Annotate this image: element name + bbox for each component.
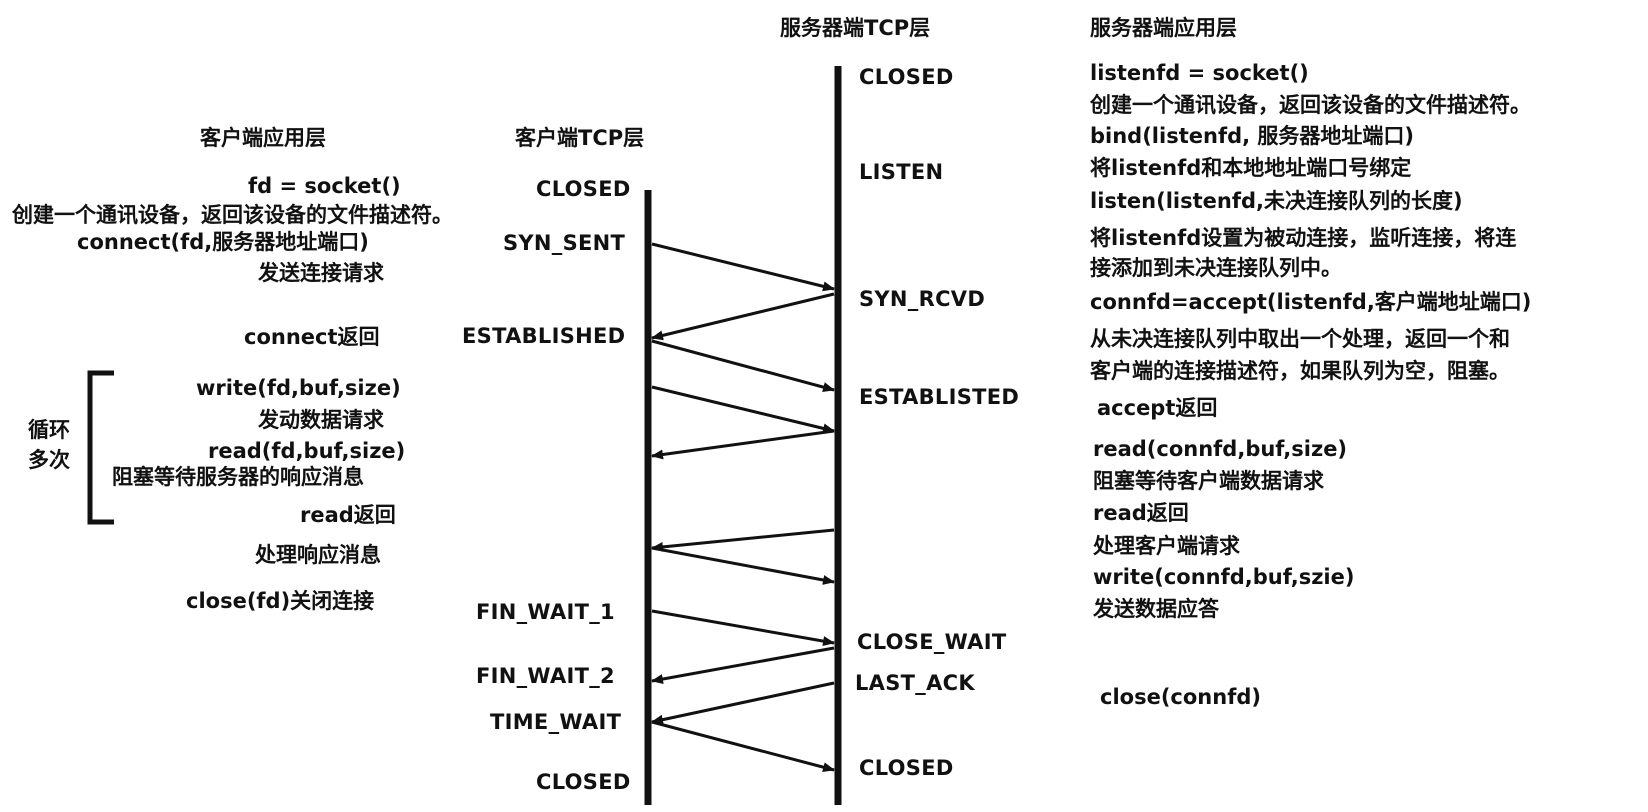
server-write-call: write(connfd,buf,szie) (1093, 565, 1355, 589)
server-process-request: 处理客户端请求 (1093, 534, 1240, 558)
loop-label-line2: 多次 (28, 448, 70, 472)
client-close-call: close(fd)关闭连接 (186, 589, 375, 613)
client-state-closed-top: CLOSED (536, 177, 631, 201)
server-socket-call: listenfd = socket() (1090, 61, 1309, 85)
client-write-call: write(fd,buf,size) (196, 376, 401, 400)
arrow-syn (651, 242, 835, 292)
server-send-reply: 发送数据应答 (1093, 597, 1219, 621)
server-state-listen: LISTEN (859, 160, 944, 184)
client-app-header: 客户端应用层 (200, 126, 326, 150)
client-connect-return: connect返回 (244, 325, 380, 349)
server-listen-desc-2: 接添加到未决连接队列中。 (1090, 256, 1342, 280)
arrow-ack-1 (651, 646, 835, 684)
client-send-request: 发送连接请求 (258, 261, 384, 285)
client-state-established: ESTABLISHED (462, 324, 626, 348)
server-state-syn-rcvd: SYN_RCVD (859, 287, 986, 311)
client-connect-call: connect(fd,服务器地址端口) (77, 230, 369, 254)
arrow-ack (651, 339, 835, 392)
server-listen-call: listen(listenfd,未决连接队列的长度) (1090, 189, 1463, 213)
arrow-reply-ack (651, 546, 835, 585)
server-read-call: read(connfd,buf,size) (1093, 437, 1348, 461)
client-socket-call: fd = socket() (248, 174, 401, 198)
server-state-close-wait: CLOSE_WAIT (857, 630, 1007, 654)
client-read-call: read(fd,buf,size) (208, 439, 406, 463)
server-read-return: read返回 (1093, 501, 1189, 525)
server-socket-desc: 创建一个通讯设备，返回该设备的文件描述符。 (1090, 93, 1531, 117)
loop-label-line1: 循环 (28, 418, 70, 442)
client-send-data-request: 发动数据请求 (258, 408, 384, 432)
arrow-fin-1 (651, 609, 835, 647)
client-state-fin-wait-1: FIN_WAIT_1 (476, 600, 615, 624)
server-close-call: close(connfd) (1100, 685, 1261, 709)
client-read-return: read返回 (300, 503, 396, 527)
server-state-closed-top: CLOSED (859, 65, 954, 89)
server-accept-call: connfd=accept(listenfd,客户端地址端口) (1090, 290, 1532, 314)
arrow-fin-2 (651, 681, 835, 725)
arrow-data-reply (651, 528, 835, 552)
server-accept-return: accept返回 (1097, 396, 1218, 420)
loop-bracket (87, 370, 114, 525)
server-tcp-header: 服务器端TCP层 (780, 16, 931, 40)
client-block-wait: 阻塞等待服务器的响应消息 (112, 465, 364, 489)
arrow-syn-ack (651, 292, 835, 341)
arrow-data-ack (651, 429, 835, 460)
client-state-time-wait: TIME_WAIT (490, 710, 622, 734)
server-listen-desc-1: 将listenfd设置为被动连接，监听连接，将连 (1090, 226, 1517, 250)
server-bind-call: bind(listenfd, 服务器地址端口) (1090, 124, 1414, 148)
client-socket-desc: 创建一个通讯设备，返回该设备的文件描述符。 (12, 203, 453, 227)
server-state-established: ESTABLISTED (859, 385, 1020, 409)
server-app-header: 服务器端应用层 (1090, 16, 1237, 40)
arrow-ack-2 (651, 720, 835, 773)
server-accept-desc-1: 从未决连接队列中取出一个处理，返回一个和 (1090, 327, 1510, 351)
arrow-data-request (651, 385, 835, 434)
client-state-syn-sent: SYN_SENT (503, 231, 626, 255)
client-process-response: 处理响应消息 (255, 543, 381, 567)
client-state-fin-wait-2: FIN_WAIT_2 (476, 664, 615, 688)
server-state-closed-bottom: CLOSED (859, 756, 954, 780)
client-state-closed-bottom: CLOSED (536, 770, 631, 794)
server-state-last-ack: LAST_ACK (855, 671, 975, 695)
server-block-wait: 阻塞等待客户端数据请求 (1093, 469, 1324, 493)
client-tcp-header: 客户端TCP层 (515, 126, 645, 150)
server-bind-desc: 将listenfd和本地地址端口号绑定 (1090, 156, 1412, 180)
server-accept-desc-2: 客户端的连接描述符，如果队列为空，阻塞。 (1090, 359, 1510, 383)
